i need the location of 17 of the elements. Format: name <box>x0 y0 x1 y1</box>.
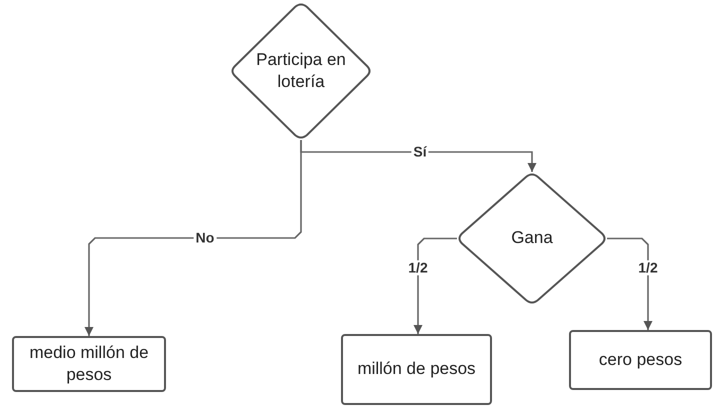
node-label: Gana <box>510 227 554 250</box>
edge-label: 1/2 <box>636 260 660 276</box>
arrow <box>84 140 302 336</box>
edge-label: 1/2 <box>406 260 430 276</box>
edge-label: Sí <box>411 144 429 160</box>
node-label: Participa en lotería <box>255 48 347 93</box>
process-box <box>12 336 166 392</box>
decision-diamond <box>230 2 372 140</box>
decision-diamond <box>457 172 607 305</box>
arrow <box>607 238 652 330</box>
node-label: millón de pesos <box>356 358 477 380</box>
arrow <box>414 238 457 334</box>
process-box <box>341 334 492 405</box>
edge-label: No <box>194 230 216 246</box>
node-label: medio millón de pesos <box>28 342 150 386</box>
process-box <box>569 330 712 390</box>
node-label: cero pesos <box>598 348 684 371</box>
